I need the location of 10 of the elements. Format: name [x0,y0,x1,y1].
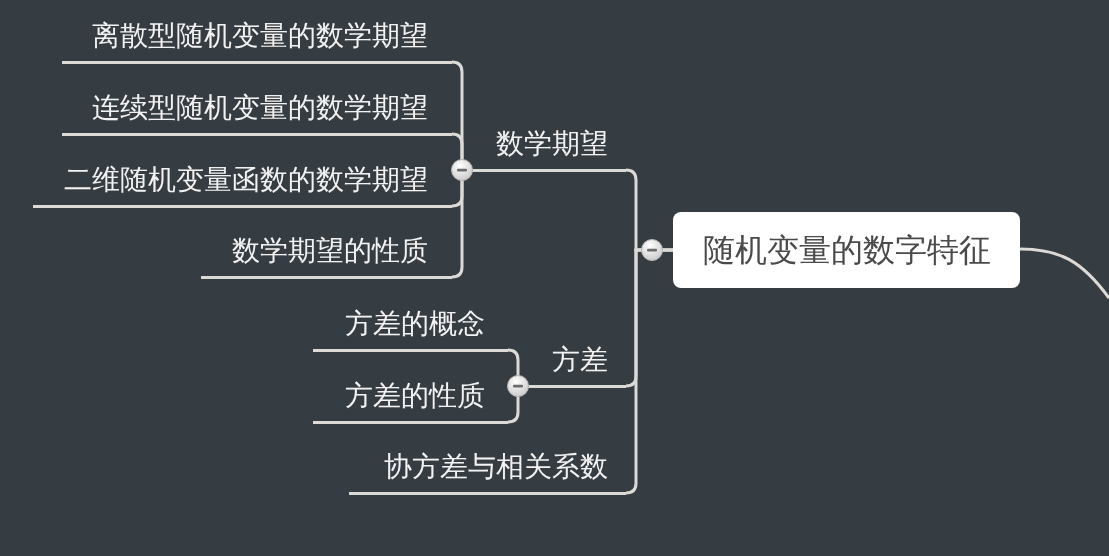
topic-label: 协方差与相关系数 [349,447,626,495]
topic-label: 方差的性质 [313,376,508,424]
central-topic-box: 随机变量的数字特征 [673,212,1020,288]
connector-line [1019,247,1109,299]
topic-label: 连续型随机变量的数学期望 [62,88,452,136]
topic-label: 方差的概念 [313,304,508,352]
topic-label: 数学期望 [472,124,626,172]
topic-label: 数学期望的性质 [201,231,452,279]
topic-label: 二维随机变量函数的数学期望 [33,160,452,208]
topic-label: 离散型随机变量的数学期望 [62,16,452,64]
